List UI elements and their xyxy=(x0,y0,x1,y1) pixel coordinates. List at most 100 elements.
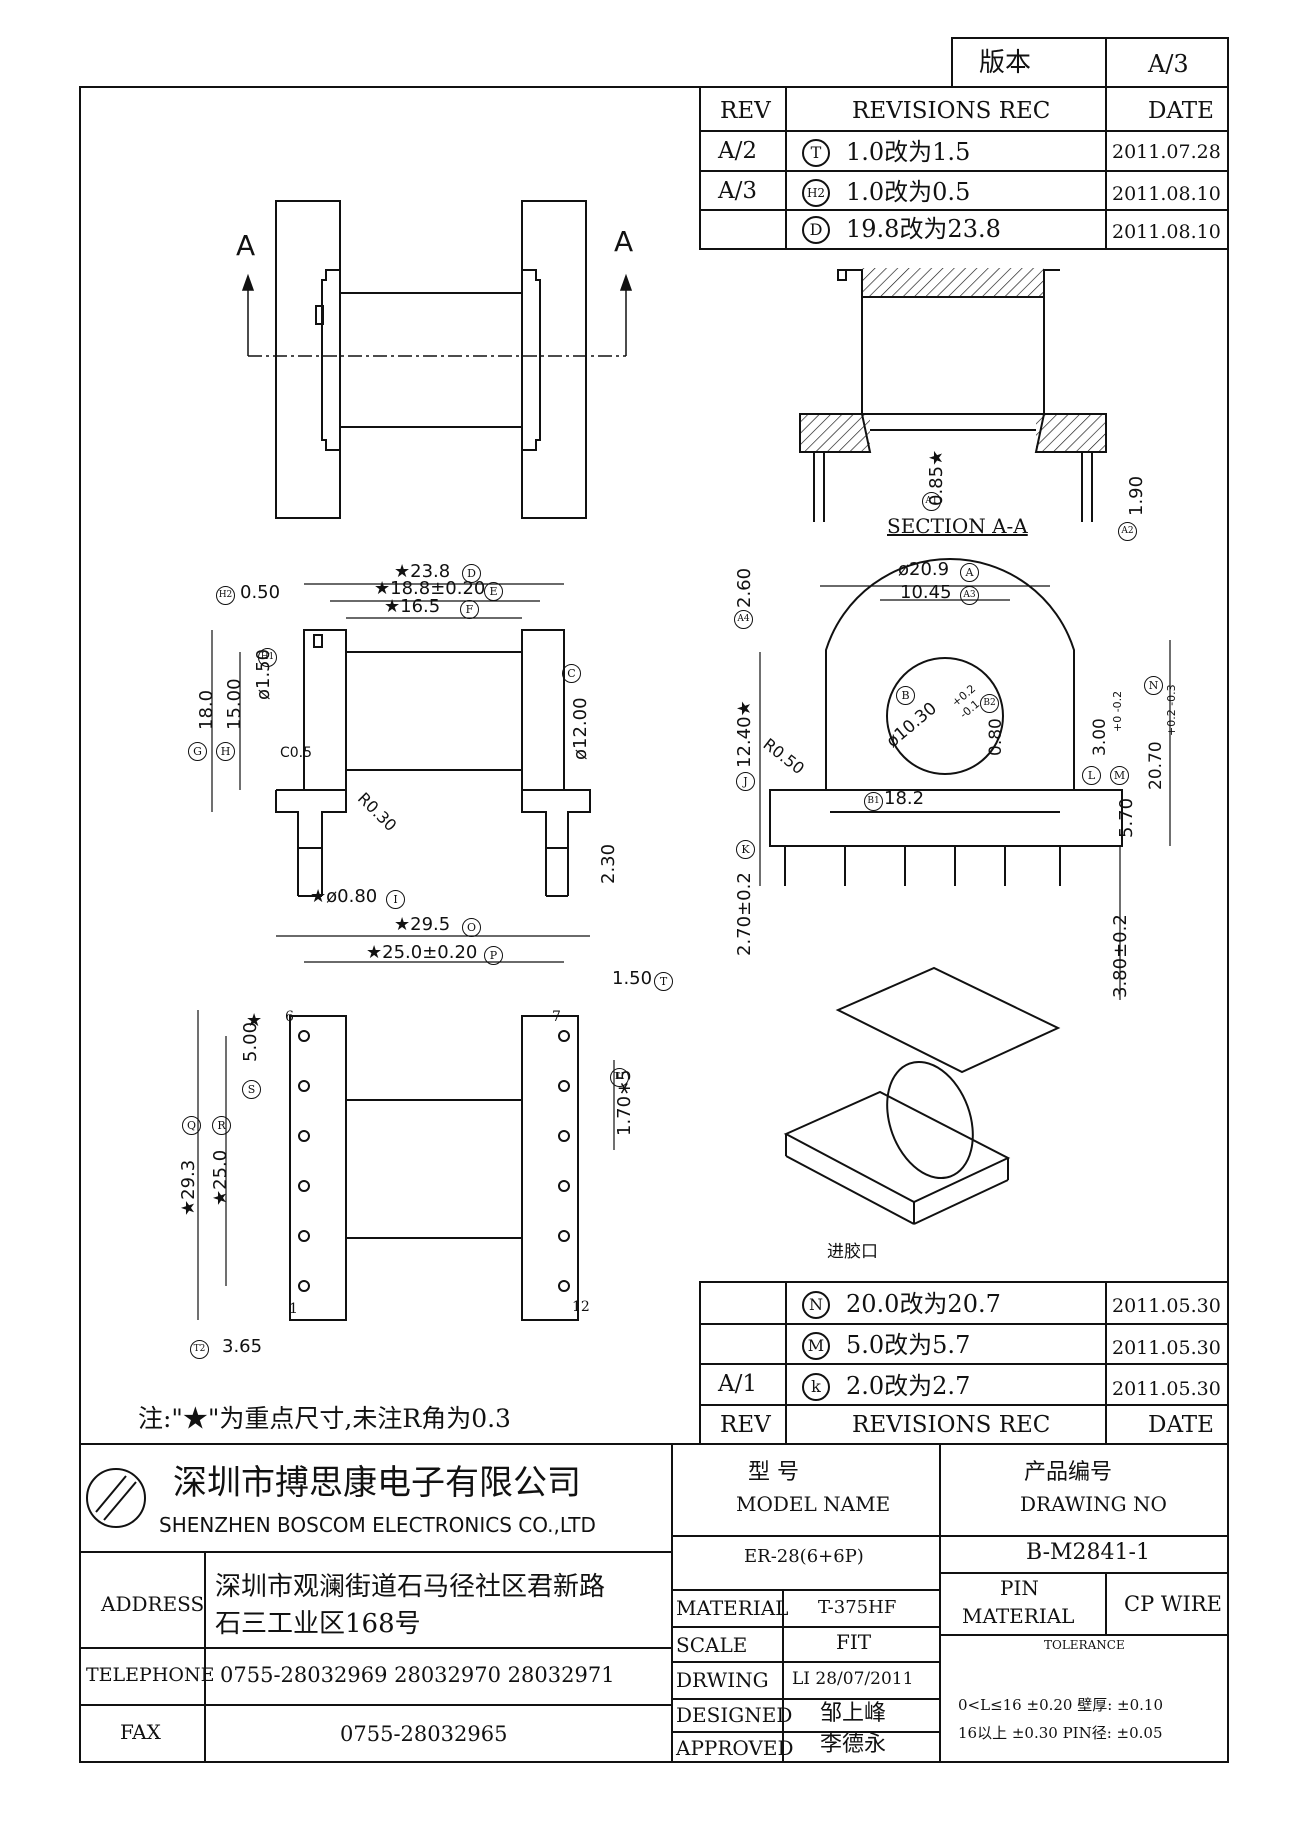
company-logo xyxy=(86,1468,146,1528)
dim-0-80: ★ø0.80 xyxy=(310,886,378,907)
rev-bottom-row2-mark: M xyxy=(802,1332,830,1360)
company-name-cn: 深圳市搏思康电子有限公司 xyxy=(173,1463,581,1503)
marker-N: N xyxy=(1144,676,1163,695)
marker-R: R xyxy=(212,1116,231,1135)
fax-label: FAX xyxy=(120,1720,161,1744)
dim-29-5: ★29.5 xyxy=(394,914,451,935)
section-arrow-label-right: A xyxy=(614,225,634,258)
marker-T2: T2 xyxy=(190,1340,209,1359)
dim-1-90: 1.90 xyxy=(1126,475,1147,516)
marker-A: A xyxy=(960,563,979,582)
rev-top-row2-mark: H2 xyxy=(802,179,830,207)
model-label-en: MODEL NAME xyxy=(736,1492,891,1516)
approved-label: APPROVED xyxy=(676,1736,794,1760)
title-block xyxy=(80,1443,1228,1762)
rev-top-row3-mark: D xyxy=(802,216,830,244)
rev-top-row1-text: 1.0改为1.5 xyxy=(846,138,971,166)
pin-material-label-2: MATERIAL xyxy=(962,1604,1075,1628)
marker-P: P xyxy=(484,946,503,965)
marker-T: T xyxy=(654,972,673,991)
dim-25-0-p: ★25.0±0.20 xyxy=(366,942,478,963)
tolerance-line-1: 0<L≤16 ±0.20 壁厚: ±0.10 xyxy=(958,1696,1164,1714)
rev-top-header-date: DATE xyxy=(1148,98,1214,124)
pin-label-12: 12 xyxy=(572,1299,590,1315)
inlet-label: 进胶口 xyxy=(827,1242,878,1262)
dim-16-5: ★16.5 xyxy=(384,596,441,617)
marker-E: E xyxy=(484,582,503,601)
material-label: MATERIAL xyxy=(676,1596,789,1620)
dim-0-80-b2: 0.80 xyxy=(986,718,1006,756)
drawing-frame xyxy=(79,86,1229,1763)
drwing-value: LI 28/07/2011 xyxy=(792,1669,914,1689)
telephone-value: 0755-28032969 28032970 28032971 xyxy=(220,1663,615,1687)
rev-top-row2-date: 2011.08.10 xyxy=(1112,183,1221,205)
section-view-label: SECTION A-A xyxy=(887,514,1028,538)
dim-12-40: 12.40★ xyxy=(734,700,755,768)
rev-top-row2-rev: A/3 xyxy=(718,178,757,204)
dim-2-30: 2.30 xyxy=(598,843,619,884)
dim-20-9: ø20.9 xyxy=(898,559,950,580)
fax-value: 0755-28032965 xyxy=(340,1722,508,1746)
marker-T1: T1 xyxy=(610,1068,629,1087)
dim-2-70: 2.70±0.2 xyxy=(734,872,755,956)
marker-A1: A1 xyxy=(922,492,941,511)
rev-bottom-row2-date: 2011.05.30 xyxy=(1112,1337,1221,1359)
rev-bottom-row1-date: 2011.05.30 xyxy=(1112,1295,1221,1317)
pin-material-label-1: PIN xyxy=(1000,1576,1039,1600)
rev-top-row1-mark: T xyxy=(802,139,830,167)
drwing-label: DRWING xyxy=(676,1668,769,1692)
rev-bottom-row3-date: 2011.05.30 xyxy=(1112,1378,1221,1400)
version-value: A/3 xyxy=(1148,50,1189,78)
drawing-no-label-en: DRAWING NO xyxy=(1020,1492,1167,1516)
dimension-lines xyxy=(197,583,1171,1320)
marker-A3: A3 xyxy=(960,586,979,605)
company-name-en: SHENZHEN BOSCOM ELECTRONICS CO.,LTD xyxy=(159,1513,596,1537)
dim-3-65: 3.65 xyxy=(222,1336,263,1357)
end-view xyxy=(769,558,1123,886)
pin-label-1: 1 xyxy=(289,1301,298,1317)
pin-label-6: 6 xyxy=(285,1009,294,1025)
model-label-cn: 型 号 xyxy=(748,1460,799,1485)
marker-S: S xyxy=(242,1080,261,1099)
dim-15-00: 15.00 xyxy=(224,678,245,730)
address-line-2: 石三工业区168号 xyxy=(215,1609,421,1639)
rev-bottom-header-rec: REVISIONS REC xyxy=(852,1412,1051,1438)
marker-H: H xyxy=(216,742,235,761)
marker-B: B xyxy=(896,686,915,705)
address-line-1: 深圳市观澜街道石马径社区君新路 xyxy=(215,1572,606,1602)
isometric-view xyxy=(783,966,1061,1225)
dim-c0-5: C0.5 xyxy=(280,745,313,761)
rev-top-header-rec: REVISIONS REC xyxy=(852,98,1051,124)
rev-bottom-row1-mark: N xyxy=(802,1291,830,1319)
rev-bottom-row3-rev: A/1 xyxy=(718,1371,757,1397)
scale-label: SCALE xyxy=(676,1633,748,1657)
tolerance-line-2: 16以上 ±0.30 PIN径: ±0.05 xyxy=(958,1724,1163,1742)
marker-H1: H1 xyxy=(258,648,277,667)
plan-view xyxy=(289,1015,579,1321)
rev-bottom-header-rev: REV xyxy=(720,1412,771,1438)
rev-top-row1-rev: A/2 xyxy=(718,138,757,164)
marker-Q: Q xyxy=(182,1116,201,1135)
scale-value: FIT xyxy=(836,1630,872,1654)
dim-29-3: ★29.3 xyxy=(178,1159,199,1216)
marker-K: K xyxy=(736,840,755,859)
rev-top-row1-date: 2011.07.28 xyxy=(1112,141,1221,163)
dim-3-00: 3.00 xyxy=(1090,718,1110,756)
marker-J: J xyxy=(736,772,755,791)
marker-F: F xyxy=(460,600,479,619)
approved-value: 李德永 xyxy=(820,1732,887,1757)
marker-A4: A4 xyxy=(734,610,753,629)
marker-D: D xyxy=(462,564,481,583)
rev-top-row2-text: 1.0改为0.5 xyxy=(846,178,971,206)
rev-bottom-row1-text: 20.0改为20.7 xyxy=(846,1290,1001,1318)
marker-I: I xyxy=(386,890,405,909)
dim-3-00-tol: +0 -0.2 xyxy=(1111,690,1124,732)
dim-18-8: ★18.8±0.20 xyxy=(374,578,486,599)
marker-B1: B1 xyxy=(864,792,883,811)
dim-star-key: ★ xyxy=(246,1010,263,1031)
dim-18-0: 18.0 xyxy=(196,689,217,730)
dim-3-80: 3.80±0.2 xyxy=(1110,914,1131,998)
pin-label-7: 7 xyxy=(552,1009,561,1025)
dim-18-2: 18.2 xyxy=(884,788,925,809)
